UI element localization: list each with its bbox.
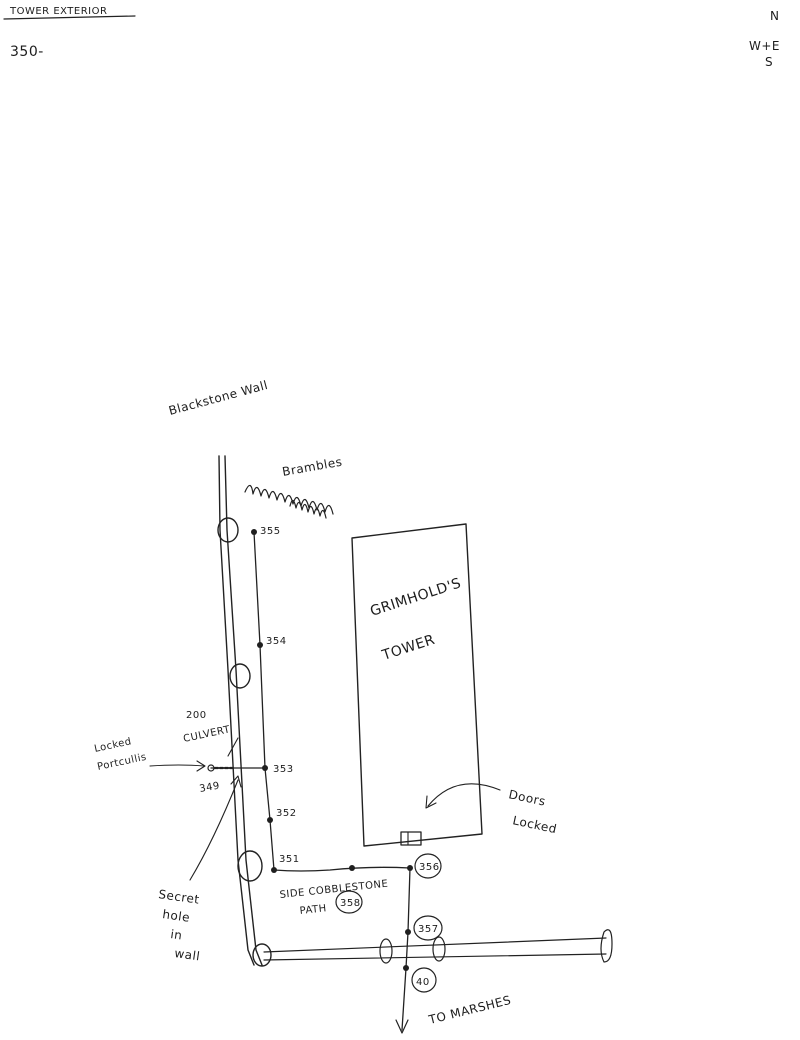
road-end-gate — [600, 929, 613, 963]
brambles-scribble — [244, 484, 334, 515]
culvert-label: CULVERT — [182, 724, 231, 745]
wall-line-outer — [218, 455, 255, 966]
node-357-circle — [413, 915, 443, 941]
wall-tower-2 — [229, 663, 251, 689]
node-355-marker[interactable] — [251, 529, 257, 535]
node-357-marker[interactable] — [405, 929, 411, 935]
secret-hole-label-2: hole — [162, 907, 191, 925]
to-marshes-label: TO MARSHES — [426, 993, 512, 1027]
tower-label-2: TOWER — [379, 632, 437, 664]
secret-hole-label-1: Secret — [158, 887, 201, 907]
node-358-label[interactable]: 358 — [340, 898, 361, 909]
page-reference: 350- — [10, 44, 44, 60]
road-gate-1 — [379, 938, 393, 964]
locked-portcullis-label-1: Locked — [93, 736, 132, 755]
blackstone-wall: Blackstone Wall — [167, 378, 272, 967]
compass-south: S — [765, 55, 773, 69]
title-underline — [3, 15, 136, 20]
outer-road — [263, 929, 613, 964]
node-357-label: 357 — [418, 924, 439, 935]
wall-label: Blackstone Wall — [167, 378, 269, 418]
wall-tower-1 — [217, 517, 239, 543]
side-path-line — [273, 866, 411, 872]
grimholds-tower: GRIMHOLD'S TOWER — [351, 523, 483, 847]
south-route-line — [401, 867, 411, 1031]
node-352-label: 352 — [276, 808, 297, 819]
header: TOWER EXTERIOR 350- — [3, 6, 136, 60]
map-title: TOWER EXTERIOR — [9, 6, 107, 17]
node-353-label: 353 — [273, 764, 294, 775]
side-path-label-1: SIDE COBBLESTONE — [279, 879, 389, 901]
culvert-number: 200 — [186, 710, 207, 721]
node-351-label: 351 — [279, 854, 300, 865]
road-line-north — [263, 937, 607, 953]
compass-west-east: W+E — [749, 39, 780, 53]
doors-locked-arrowhead — [425, 795, 437, 809]
node-354-marker[interactable] — [257, 642, 263, 648]
doors-locked-arrow — [427, 783, 501, 807]
culvert-opening-mark — [227, 737, 239, 757]
secret-hole-arrow — [189, 779, 239, 881]
node-40-label: 40 — [416, 977, 430, 988]
node-355-label: 355 — [260, 526, 281, 537]
south-route-arrowhead — [395, 1019, 409, 1034]
brambles-tail — [289, 499, 327, 519]
node-40-circle — [411, 967, 437, 993]
secret-hole-arrowhead — [230, 775, 242, 788]
brambles: Brambles — [244, 455, 343, 519]
locked-portcullis-arrow — [149, 764, 205, 767]
tower-doors[interactable] — [400, 831, 422, 846]
secret-hole-label-4: wall — [174, 946, 202, 963]
route-to-marshes: 357 40 TO MARSHES — [395, 867, 513, 1034]
node-352-marker[interactable] — [267, 817, 273, 823]
doors-locked-label-2: Locked — [511, 813, 558, 836]
node-356-label: 356 — [419, 862, 440, 873]
culvert-node-349: 349 — [199, 781, 221, 795]
locked-portcullis-label-2: Portcullis — [96, 752, 147, 773]
side-path-midpoint[interactable] — [349, 865, 355, 871]
wall-tower-3 — [237, 850, 263, 882]
wall-tower-4 — [252, 943, 272, 967]
node-356-circle — [414, 853, 442, 879]
road-gate-2 — [432, 936, 446, 962]
brambles-label: Brambles — [281, 455, 343, 479]
secret-hole-label-3: in — [170, 927, 184, 943]
doors-locked-label-1: Doors — [507, 787, 547, 809]
node-358-circle — [335, 890, 363, 914]
tower-label-1: GRIMHOLD'S — [368, 575, 463, 619]
compass-rose: N W+E S — [749, 9, 780, 69]
side-path-label-2: PATH — [299, 903, 327, 917]
wall-path: 355 354 353 352 351 — [251, 526, 300, 873]
node-354-label: 354 — [266, 636, 287, 647]
tower-outline[interactable] — [351, 523, 483, 847]
doors-locked-note: Doors Locked — [425, 783, 558, 836]
node-40-marker[interactable] — [403, 965, 409, 971]
secret-hole: Secret hole in wall — [158, 775, 242, 964]
locked-portcullis-arrowhead — [196, 760, 206, 772]
compass-north: N — [770, 9, 779, 23]
